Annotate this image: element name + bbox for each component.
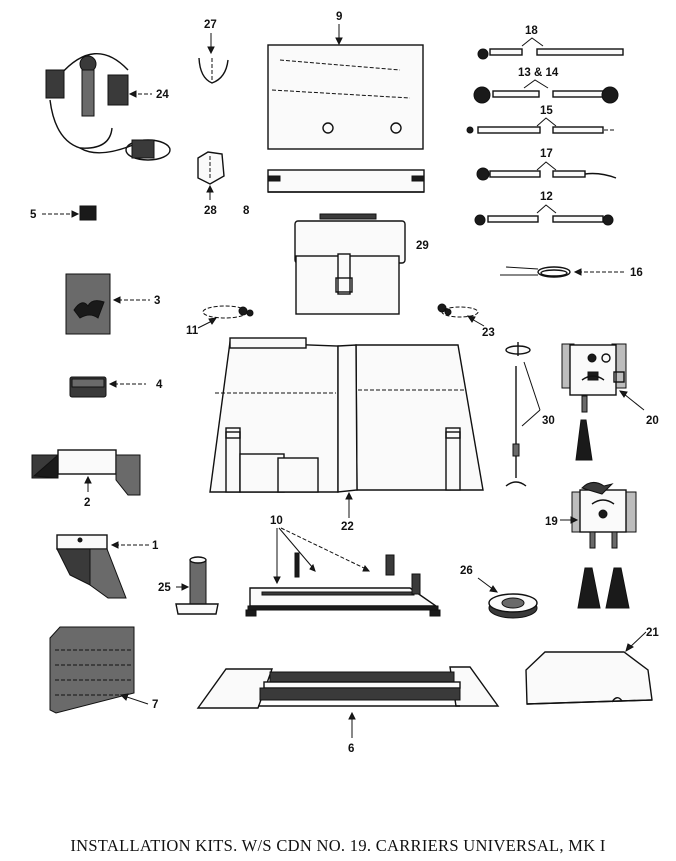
part-2-base-bracket: 2 xyxy=(31,449,141,509)
part-7-plate: 7 xyxy=(49,626,158,714)
label-2: 2 xyxy=(84,497,90,509)
label-6: 6 xyxy=(348,743,354,755)
part-8-strip: 8 xyxy=(243,169,425,217)
part-15-cable: 15 xyxy=(466,105,614,134)
part-29-satchel: 29 xyxy=(294,213,429,315)
label-1: 1 xyxy=(152,540,159,552)
label-7: 7 xyxy=(152,699,158,711)
part-23-fittings: 23 xyxy=(437,303,495,339)
label-24: 24 xyxy=(156,89,169,101)
part-22-canvas-cover: 22 xyxy=(209,337,484,533)
label-21: 21 xyxy=(646,627,659,639)
label-10: 10 xyxy=(270,515,283,527)
label-5: 5 xyxy=(30,209,37,221)
part-10-carrier-frame: 10 xyxy=(245,515,441,617)
label-17: 17 xyxy=(540,148,553,160)
part-12-cable: 12 xyxy=(474,191,614,226)
part-27-clip: 27 xyxy=(198,19,229,84)
label-12: 12 xyxy=(540,191,553,203)
part-26-flange-ring: 26 xyxy=(460,565,538,619)
part-13-14-cable: 13 & 14 xyxy=(473,67,619,104)
part-4-block: 4 xyxy=(69,376,163,398)
diagram-caption: INSTALLATION KITS. W/S CDN NO. 19. CARRI… xyxy=(70,836,606,855)
label-8: 8 xyxy=(243,205,250,217)
label-20: 20 xyxy=(646,415,659,427)
part-19-control-box: 19 xyxy=(545,482,637,609)
label-22: 22 xyxy=(341,521,354,533)
label-15: 15 xyxy=(540,105,553,117)
part-21-cover-plate: 21 xyxy=(525,627,659,705)
label-18: 18 xyxy=(525,25,538,37)
label-11: 11 xyxy=(186,325,199,337)
part-16-wire: 16 xyxy=(500,266,643,279)
label-26: 26 xyxy=(460,565,473,577)
label-13-14: 13 & 14 xyxy=(518,67,559,79)
label-27: 27 xyxy=(204,19,217,31)
callout-24: 24 xyxy=(128,89,169,101)
part-30-aerial-rod: 30 xyxy=(505,342,555,487)
part-25-aerial-base: 25 xyxy=(158,556,219,615)
part-6-tray: 6 xyxy=(196,666,500,755)
label-4: 4 xyxy=(156,379,163,391)
label-9: 9 xyxy=(336,11,342,23)
label-3: 3 xyxy=(154,295,160,307)
part-5-cube: 5 xyxy=(30,205,97,221)
label-28: 28 xyxy=(204,205,217,217)
label-29: 29 xyxy=(416,240,429,252)
label-23: 23 xyxy=(482,327,495,339)
part-1-mounting-bracket: 1 xyxy=(56,534,159,599)
label-25: 25 xyxy=(158,582,171,594)
part-9-board: 9 xyxy=(267,11,424,150)
part-11-fittings: 11 xyxy=(186,305,254,337)
part-18-cable: 18 xyxy=(477,25,624,60)
part-28-clip: 28 xyxy=(197,151,225,217)
label-16: 16 xyxy=(630,267,643,279)
part-17-cable: 17 xyxy=(476,148,617,181)
part-20-control-box: 20 xyxy=(561,343,659,461)
label-30: 30 xyxy=(542,415,555,427)
part-24-headset xyxy=(45,53,171,161)
part-3-label-plate: 3 xyxy=(65,273,160,335)
label-19: 19 xyxy=(545,516,558,528)
